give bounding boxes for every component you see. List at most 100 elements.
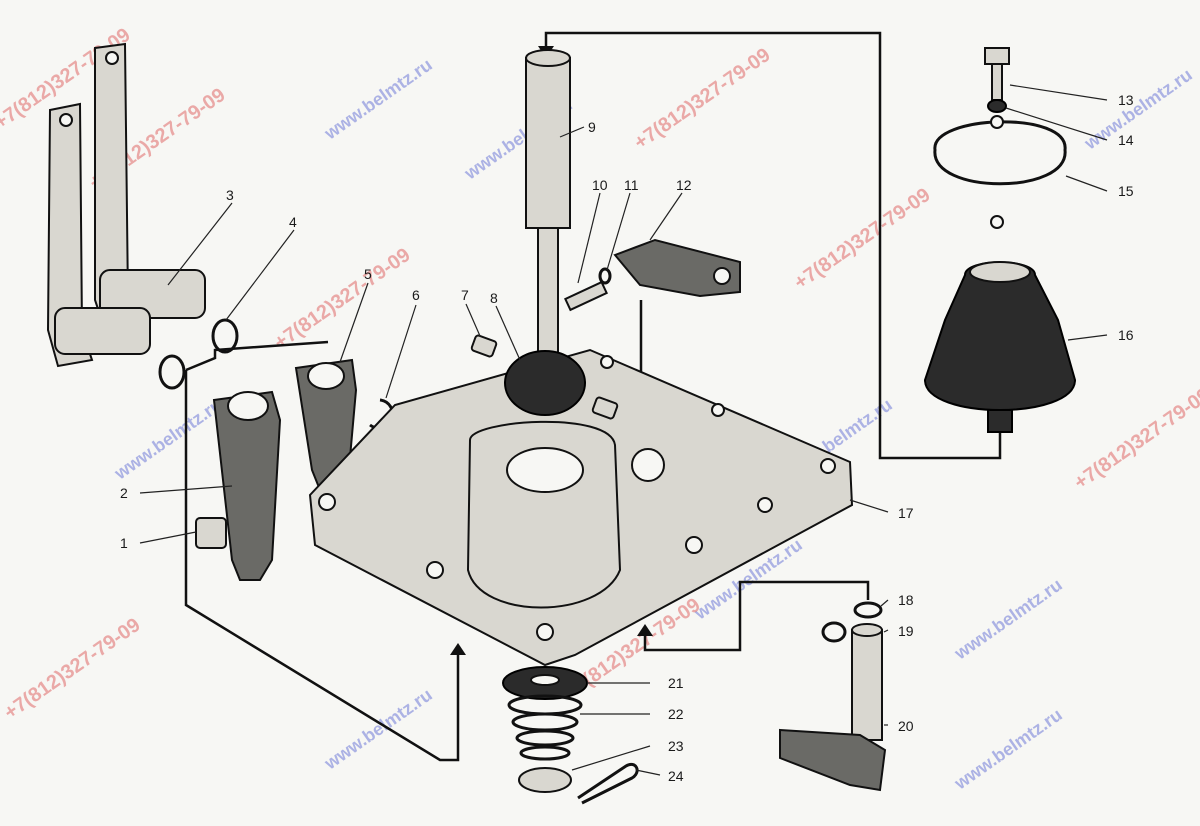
callout-11: 11: [624, 177, 639, 193]
watermark-url: www.belmtz.ru: [950, 704, 1066, 793]
callout-15: 15: [1118, 183, 1134, 199]
leader-16: [1067, 334, 1108, 341]
gasket-hole: [990, 215, 1004, 229]
leader-lines: [139, 84, 1108, 776]
washer-18: [853, 601, 883, 619]
bolt-hole: [600, 355, 614, 369]
lever-hole: [105, 51, 119, 65]
o-ring: [211, 318, 239, 354]
leader-5: [339, 282, 369, 363]
watermark-url: www.belmtz.ru: [950, 574, 1066, 663]
ball-joint: [504, 350, 586, 416]
callout-1: 1: [120, 535, 128, 551]
leader-12: [649, 192, 683, 241]
callout-24: 24: [668, 768, 684, 784]
watermark-url: www.belmtz.ru: [110, 394, 226, 483]
gasket-hole: [990, 115, 1004, 129]
spring-coil: [515, 729, 575, 747]
lever-shaft: [779, 623, 887, 792]
watermark-phone: +7(812)327-79-09: [1070, 384, 1200, 494]
callout-18: 18: [898, 592, 914, 608]
cover-gasket: [933, 120, 1067, 186]
leader-9: [559, 126, 585, 138]
bolt-head: [984, 47, 1010, 65]
callout-2: 2: [120, 485, 128, 501]
bolt-hole: [426, 561, 444, 579]
shaft-upper: [525, 57, 571, 229]
callout-16: 16: [1118, 327, 1134, 343]
lever-shaft-upper: [99, 269, 206, 319]
flow-line-left: [184, 370, 460, 762]
bolt: [564, 280, 608, 312]
callout-4: 4: [289, 214, 297, 230]
cotter-pin: [577, 763, 639, 805]
o-ring: [158, 354, 186, 390]
leader-4: [225, 229, 295, 321]
lever-shaft-lower: [54, 307, 151, 355]
callout-6: 6: [412, 287, 420, 303]
callout-14: 14: [1118, 132, 1134, 148]
callout-20: 20: [898, 718, 914, 734]
lever-shaft-top: [851, 623, 883, 637]
pin: [470, 334, 498, 358]
watermark-phone: +7(812)327-79-09: [630, 44, 774, 154]
bolt-hole: [536, 623, 554, 641]
callout-labels: 1 2 3 4 5 6 7 8 9 10 11 12 13 14 15 16 1…: [120, 92, 1134, 784]
leader-3: [167, 202, 233, 286]
bolt-hole: [820, 458, 836, 474]
bolt-hole: [318, 493, 336, 511]
spring-seat-hole: [530, 674, 560, 686]
selector-arm-hole: [713, 267, 731, 285]
gearbox-housing: [308, 348, 854, 667]
flow-line-top: [544, 31, 1002, 460]
lever-pair: [46, 42, 206, 368]
cover-bolt: [984, 47, 1010, 113]
watermark-phone: +7(812)327-79-09: [0, 614, 144, 724]
watermark-phone: +7(812)327-79-09: [790, 184, 934, 294]
small-block: [195, 517, 227, 549]
leader-2: [139, 485, 233, 494]
arrow-head: [450, 643, 466, 655]
leader-24: [635, 769, 661, 776]
leader-1: [139, 531, 197, 544]
flow-line-bracket: [185, 340, 329, 372]
shaft-lower: [537, 227, 559, 369]
lever-lower: [46, 102, 94, 368]
leader-23: [571, 745, 651, 771]
callout-5: 5: [364, 266, 372, 282]
boot-body: [923, 261, 1077, 411]
leader-11: [606, 192, 631, 271]
spring: [507, 694, 583, 761]
lever-hole: [59, 113, 73, 127]
callout-9: 9: [588, 119, 596, 135]
assembly-lines: [184, 31, 1002, 762]
watermark-url: www.belmtz.ru: [1080, 64, 1196, 153]
callout-19: 19: [898, 623, 914, 639]
leader-8: [495, 305, 521, 361]
leader-10: [577, 192, 601, 284]
housing-bore: [506, 447, 584, 493]
housing-port: [631, 448, 665, 482]
leader-7: [465, 303, 481, 337]
boot-collar: [987, 409, 1013, 433]
leader-13: [1009, 84, 1108, 101]
bolt-hole: [757, 497, 773, 513]
leader-14: [1005, 107, 1108, 141]
lever-arm-bore: [307, 362, 345, 390]
pin: [591, 396, 619, 420]
lever-shaft-body: [851, 629, 883, 741]
callout-13: 13: [1118, 92, 1134, 108]
leader-6: [385, 304, 417, 399]
flow-line-lower: [643, 580, 870, 652]
bolt-shank: [991, 63, 1003, 101]
spring-coil: [511, 712, 579, 732]
callout-12: 12: [676, 177, 692, 193]
spring-cup: [518, 767, 572, 793]
callout-3: 3: [226, 187, 234, 203]
boot-top: [969, 261, 1031, 283]
leader-15: [1065, 175, 1108, 192]
callout-22: 22: [668, 706, 684, 722]
washer: [987, 99, 1007, 113]
